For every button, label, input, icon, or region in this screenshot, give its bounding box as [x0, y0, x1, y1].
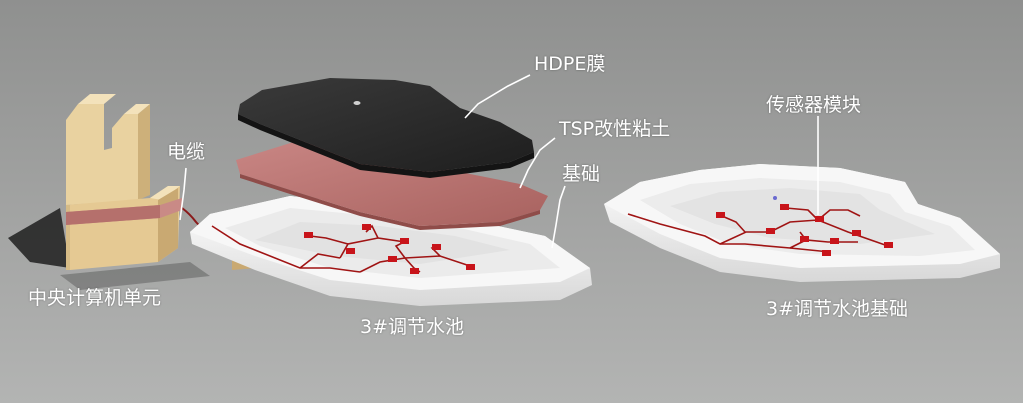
cable-label: 电缆: [167, 141, 206, 163]
sensor-node-icon: [716, 212, 725, 218]
sensor-node-icon: [362, 224, 371, 230]
sensor-node-icon: [388, 256, 397, 262]
small-marker: [773, 196, 777, 200]
sensor-node-icon: [830, 238, 839, 244]
pool-3-label: 3#调节水池: [360, 316, 465, 338]
right-pool-foundation-shape: [604, 164, 1000, 282]
sensor-node-icon: [852, 230, 861, 236]
sensor-node-icon: [466, 264, 475, 270]
tsp-leader: [519, 137, 556, 189]
left-pool-wiring: [211, 224, 471, 273]
sensor-node-icon: [780, 204, 789, 210]
sensor-module-label: 传感器模块: [766, 94, 862, 116]
sensor-node-icon: [400, 238, 409, 244]
sensor-node-icon: [766, 228, 775, 234]
sensor-node-icon: [410, 268, 419, 274]
sensor-node-icon: [432, 244, 441, 250]
pool-3-foundation-shape: [190, 196, 592, 306]
sensor-node-icon: [884, 242, 893, 248]
hdpe-membrane-label: HDPE膜: [534, 53, 606, 75]
leader-lines: [179, 74, 819, 249]
sensor-node-icon: [815, 216, 824, 222]
cable-leader: [179, 167, 187, 221]
sensor-node-icon: [800, 236, 809, 242]
central-computer-label: 中央计算机单元: [28, 287, 162, 309]
hdpe-membrane-layer: [238, 78, 534, 178]
foundation-leader: [551, 185, 566, 249]
foundation-label: 基础: [562, 163, 601, 185]
left-pool-sensors: [304, 224, 475, 274]
right-pool-sensors: [716, 204, 893, 256]
sensor-node-icon: [346, 248, 355, 254]
hdpe-leader: [464, 74, 531, 119]
sensor-node-icon: [822, 250, 831, 256]
pool-3-foundation-label: 3#调节水池基础: [766, 298, 909, 320]
central-computer-unit: [8, 94, 256, 290]
sensor-node-icon: [304, 232, 313, 238]
tsp-clay-layer: [236, 140, 548, 230]
tsp-clay-label: TSP改性粘土: [559, 118, 671, 140]
